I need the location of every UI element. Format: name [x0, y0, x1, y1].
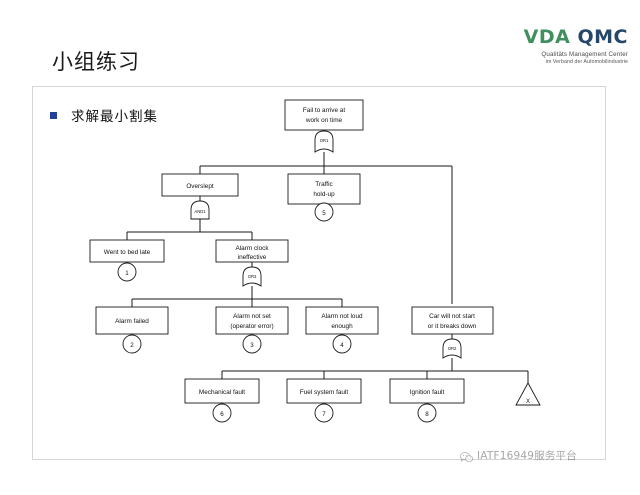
box-alarm-failed: Alarm failed [95, 306, 169, 335]
box-mechanical-fault: Mechanical fault [184, 378, 260, 404]
box-alarm-not-set-line2: (operator error) [230, 323, 273, 330]
transfer-triangle-icon: X [515, 382, 541, 406]
basic-event-7: 7 [314, 403, 334, 423]
logo-subtitle-line2: im Verband der Automobilindustrie [545, 59, 628, 66]
box-car-will-not-start-line2: or it breaks down [428, 323, 477, 330]
box-fail-to-arrive: Fail to arrive at work on time [284, 99, 364, 131]
box-alarm-failed-label: Alarm failed [115, 318, 149, 325]
box-overslept-label: Overslept [186, 183, 214, 190]
box-mechanical-fault-label: Mechanical fault [199, 389, 245, 396]
basic-event-circles: 5 1 2 3 4 6 7 8 [117, 202, 437, 423]
basic-event-6: 6 [212, 403, 232, 423]
basic-event-3: 3 [242, 334, 262, 354]
box-fuel-system-fault-label: Fuel system fault [300, 389, 349, 396]
bullet-item-label: 求解最小割集 [71, 109, 158, 125]
box-car-will-not-start-line1: Car will not start [429, 313, 475, 320]
page-title: 小组练习 [52, 50, 140, 74]
box-traffic-holdup-line1: Traffic [315, 181, 333, 188]
basic-event-5-label: 5 [322, 210, 326, 217]
box-overslept: Overslept [161, 173, 239, 197]
box-alarm-not-loud-line1: Alarm not loud [321, 313, 363, 320]
box-traffic-holdup: Traffic hold-up [287, 173, 361, 205]
basic-event-8-label: 8 [425, 411, 429, 418]
bullet-square-icon [50, 111, 57, 119]
gate-or3-label: OR3 [248, 274, 257, 279]
gate-or2: OR2 [442, 338, 462, 359]
basic-event-2: 2 [122, 334, 142, 354]
basic-event-3-label: 3 [250, 342, 254, 349]
tree-connector-lines [126, 130, 529, 383]
box-alarm-not-set-line1: Alarm not set [233, 313, 271, 320]
logo-vda-text: VDA [523, 26, 571, 48]
watermark: IATF16949服务平台 [460, 448, 577, 463]
logo-qmc-text: QMC [577, 26, 628, 48]
box-fail-to-arrive-line2: work on time [305, 117, 343, 124]
wechat-icon [460, 450, 474, 462]
box-fail-to-arrive-line1: Fail to arrive at [303, 107, 345, 114]
basic-event-4-label: 4 [340, 342, 344, 349]
vda-qmc-logo: VDA QMC Qualitäts Management Center im V… [478, 28, 628, 65]
basic-event-7-label: 7 [322, 411, 326, 418]
watermark-text: IATF16949服务平台 [477, 450, 577, 462]
box-alarm-not-set: Alarm not set (operator error) [215, 306, 289, 335]
box-ignition-fault-label: Ignition fault [410, 389, 445, 396]
basic-event-4: 4 [332, 334, 352, 354]
logic-gates: OR1 AND1 OR3 OR2 [190, 130, 462, 359]
basic-event-6-label: 6 [220, 411, 224, 418]
event-boxes: Fail to arrive at work on time Overslept… [89, 99, 494, 404]
box-alarm-not-loud-line2: enough [331, 323, 353, 330]
gate-or2-label: OR2 [448, 346, 457, 351]
box-alarm-clock: Alarm clock ineffective [215, 239, 289, 263]
gate-or1: OR1 [314, 130, 334, 153]
basic-event-1-label: 1 [125, 270, 129, 277]
box-alarm-not-loud: Alarm not loud enough [305, 306, 379, 335]
gate-or1-label: OR1 [320, 138, 329, 143]
box-went-to-bed-late: Went to bed late [89, 239, 165, 263]
basic-event-2-label: 2 [130, 342, 134, 349]
box-alarm-clock-line1: Alarm clock [235, 245, 269, 252]
transfer-triangle-label: X [526, 399, 530, 405]
box-alarm-clock-line2: ineffective [238, 254, 267, 261]
fault-tree-diagram: Fail to arrive at work on time Overslept… [32, 86, 606, 460]
box-ignition-fault: Ignition fault [389, 378, 465, 404]
box-fuel-system-fault: Fuel system fault [286, 378, 362, 404]
box-traffic-holdup-line2: hold-up [313, 191, 335, 198]
box-went-to-bed-late-label: Went to bed late [104, 249, 151, 256]
bullet-list-item: 求解最小割集 [50, 105, 158, 125]
box-car-will-not-start: Car will not start or it breaks down [411, 306, 494, 335]
basic-event-1: 1 [117, 262, 137, 282]
basic-event-5: 5 [314, 202, 334, 222]
basic-event-8: 8 [417, 403, 437, 423]
logo-wordmark: VDA QMC [478, 28, 628, 47]
gate-or3: OR3 [242, 266, 262, 287]
gate-and1-label: AND1 [194, 209, 206, 214]
gate-and1: AND1 [190, 200, 210, 220]
logo-subtitle-line1: Qualitäts Management Center [541, 51, 628, 58]
